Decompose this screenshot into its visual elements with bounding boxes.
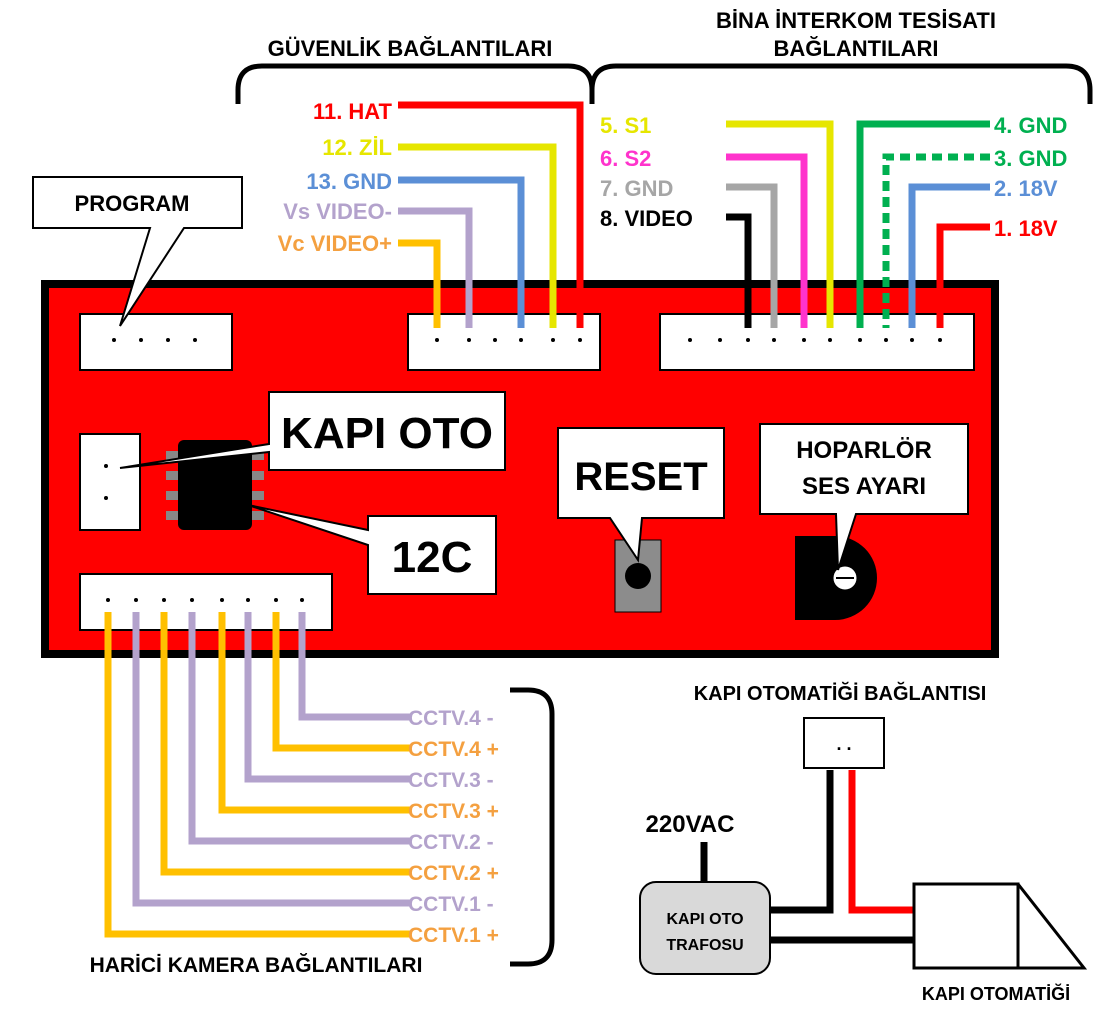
- cctv-label: CCTV.1 +: [408, 924, 499, 947]
- wire-label-hat: 11. HAT: [313, 99, 393, 124]
- wire-label-s1: 5. S1: [600, 113, 651, 138]
- camera-connector: [79, 573, 333, 631]
- transformer-box: [639, 881, 771, 975]
- i2c-chip: [166, 440, 264, 530]
- door-motor-box: [912, 882, 1020, 970]
- brackets: [235, 63, 1093, 967]
- camera-heading: HARİCİ KAMERA BAĞLANTILARI: [90, 953, 423, 977]
- i2c-label: 12C: [392, 533, 473, 582]
- callout-shapes: [32, 176, 969, 595]
- door-section: [639, 717, 1088, 975]
- transformer-label-line1: KAPI OTO: [666, 911, 743, 928]
- cctv-label: CCTV.2 -: [408, 831, 494, 854]
- door-connector-box: [803, 717, 885, 769]
- cctv-label: CCTV.4 +: [408, 738, 499, 761]
- wire-label-gnd4: 4. GND: [994, 113, 1067, 138]
- speaker-label-line1: HOPARLÖR: [796, 437, 932, 464]
- program-label: PROGRAM: [75, 191, 190, 216]
- door-connector-pins: . .: [836, 734, 851, 754]
- cctv-wires: [104, 612, 410, 938]
- cctv-label: CCTV.3 -: [408, 769, 494, 792]
- cctv-label: CCTV.4 -: [408, 707, 494, 730]
- wire-label-gnd3: 3. GND: [994, 146, 1067, 171]
- building-connector: [659, 313, 975, 371]
- program-connector-pins: [112, 338, 197, 342]
- wire-label-gnd7: 7. GND: [600, 176, 673, 201]
- power-label: 220VAC: [646, 811, 735, 838]
- speaker-potentiometer: [795, 536, 877, 620]
- wire-label-18v-1: 1. 18V: [994, 216, 1058, 241]
- reset-label: RESET: [574, 455, 707, 499]
- security-heading: GÜVENLİK BAĞLANTILARI: [268, 36, 553, 61]
- building-wires: [726, 120, 990, 328]
- door-connection-heading: KAPI OTOMATİĞİ BAĞLANTISI: [694, 681, 987, 705]
- wire-label-gnd13: 13. GND: [306, 169, 392, 194]
- wire-label-video-plus: Vc VIDEO+: [278, 231, 392, 256]
- building-heading-line1: BİNA İNTERKOM TESİSATI: [716, 8, 996, 33]
- door-device-label: KAPI OTOMATİĞİ: [922, 983, 1070, 1004]
- wire-label-s2: 6. S2: [600, 146, 651, 171]
- wire-label-video8: 8. VIDEO: [600, 206, 693, 231]
- door-auto-connector: [79, 433, 141, 531]
- cctv-label: CCTV.3 +: [408, 800, 499, 823]
- transformer-label-line2: TRAFOSU: [666, 937, 743, 954]
- program-connector: [79, 313, 233, 371]
- security-wires: [398, 101, 584, 328]
- building-heading-line2: BAĞLANTILARI: [774, 36, 939, 61]
- cctv-label: CCTV.2 +: [408, 862, 499, 885]
- kapi-oto-label: KAPI OTO: [281, 409, 493, 458]
- reset-button: [614, 539, 662, 613]
- wire-label-video-minus: Vs VIDEO-: [283, 199, 392, 224]
- wire-label-18v-2: 2. 18V: [994, 176, 1058, 201]
- cctv-label: CCTV.1 -: [408, 893, 494, 916]
- wire-label-zil: 12. ZİL: [322, 135, 392, 160]
- speaker-label-line2: SES AYARI: [802, 473, 926, 500]
